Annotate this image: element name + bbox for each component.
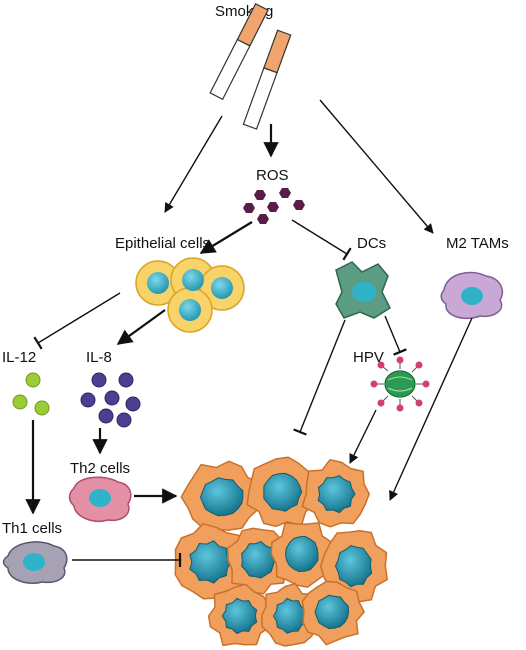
il8-molecules-icon — [80, 372, 141, 428]
label-th2-cells: Th2 cells — [70, 460, 130, 477]
dendritic-cell-icon — [335, 261, 391, 319]
inhibit-dcs-to-hpv — [384, 315, 407, 356]
cigarettes-icon — [209, 3, 292, 130]
arrows — [25, 99, 473, 567]
hpv-virus-icon — [370, 356, 430, 412]
th2-cell-icon — [68, 476, 132, 522]
label-il12: IL-12 — [2, 349, 36, 366]
ros-molecules-icon — [243, 188, 305, 224]
tumor-cell-nucleus — [199, 477, 244, 517]
tumor-cell-nucleus — [314, 594, 350, 630]
il12-molecules-icon — [12, 372, 50, 416]
tumor-cell-nucleus — [241, 541, 276, 579]
tumor-cell-nucleus — [263, 472, 303, 512]
label-il8: IL-8 — [86, 349, 112, 366]
th1-cell-icon — [2, 541, 68, 584]
label-epithelial-cells: Epithelial cells — [115, 235, 210, 252]
arrow-smoking-to-m2 — [319, 99, 434, 234]
arrow-hpv-to-tumor — [349, 409, 377, 464]
inhibit-dcs-to-tumor — [293, 319, 346, 436]
tumor-cell-nucleus — [272, 597, 307, 634]
label-ros: ROS — [256, 167, 289, 184]
inhibit-epithelial-to-il12 — [33, 292, 121, 350]
arrow-epithelial-to-il8 — [116, 309, 166, 345]
label-th1-cells: Th1 cells — [2, 520, 62, 537]
label-m2-tams: M2 TAMs — [446, 235, 509, 252]
tumor-cells-cluster — [174, 456, 388, 647]
tumor-cell-nucleus — [189, 540, 232, 584]
tumor-cell-nucleus — [334, 545, 373, 588]
arrow-smoking-to-epithelial — [164, 115, 223, 213]
tumor-cell-nucleus — [317, 475, 356, 514]
m2-tam-cell-icon — [440, 271, 504, 320]
inhibit-ros-to-dcs — [291, 219, 352, 261]
tumor-cell-nucleus — [221, 597, 258, 635]
arrow-ros-to-epithelial — [199, 221, 253, 254]
arrow-m2-to-tumor — [389, 317, 473, 501]
label-dcs: DCs — [357, 235, 386, 252]
label-hpv: HPV — [353, 349, 384, 366]
epithelial-cells-icon — [135, 257, 245, 333]
tumor-cell-nucleus — [284, 535, 319, 573]
